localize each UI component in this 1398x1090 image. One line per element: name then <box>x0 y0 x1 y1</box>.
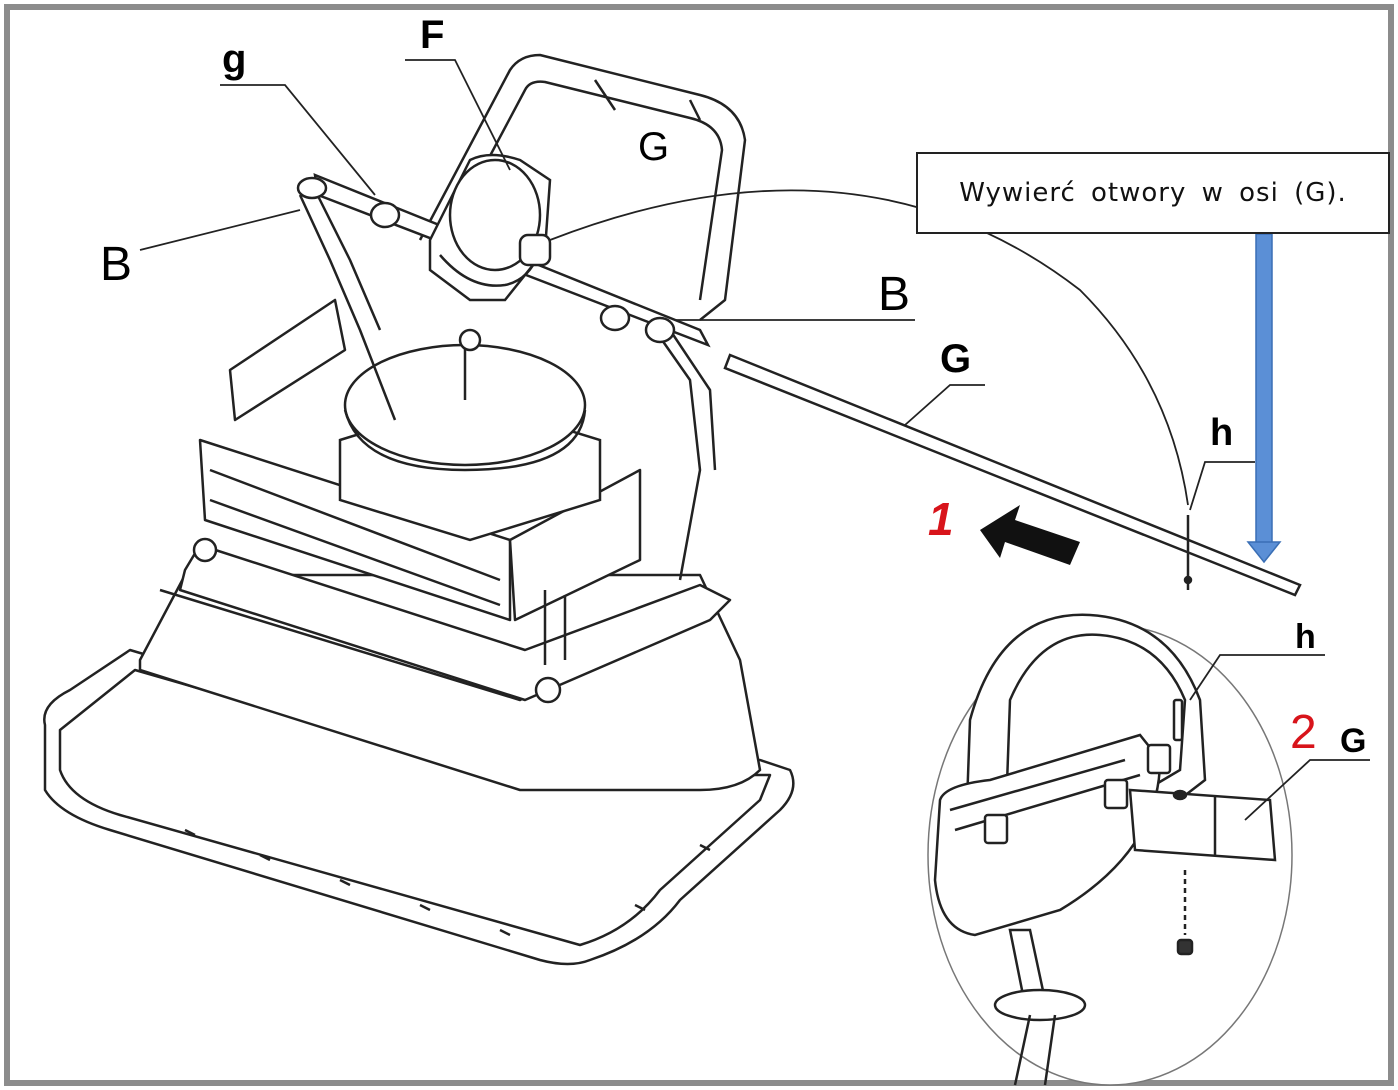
arrow-left-icon <box>980 505 1080 565</box>
instruction-callout: Wywierć otwory w osi (G). <box>916 152 1390 234</box>
label-step-2: 2 <box>1290 706 1317 759</box>
leader-lines <box>139 59 1255 511</box>
label-h-top: h <box>1210 412 1233 454</box>
label-step-1: 1 <box>928 493 954 545</box>
spinner-disc <box>338 340 602 542</box>
handle-frame <box>298 53 747 581</box>
label-g-top: G <box>638 125 669 169</box>
label-g-shaft: G <box>940 337 971 381</box>
label-b-left: B <box>100 238 132 291</box>
reference-arc <box>549 189 1189 506</box>
inset-detail <box>927 613 1370 1086</box>
frame-border <box>4 4 1394 1086</box>
label-g-inset: G <box>1340 722 1366 760</box>
label-g-small: g <box>222 37 246 81</box>
label-b-right: B <box>878 268 910 321</box>
gearbox-f <box>428 153 552 352</box>
arrow-down-icon <box>1246 233 1282 564</box>
brackets <box>296 176 676 344</box>
label-f: F <box>420 13 444 57</box>
shaft-g <box>723 353 1302 597</box>
label-h-inset: h <box>1295 618 1316 656</box>
